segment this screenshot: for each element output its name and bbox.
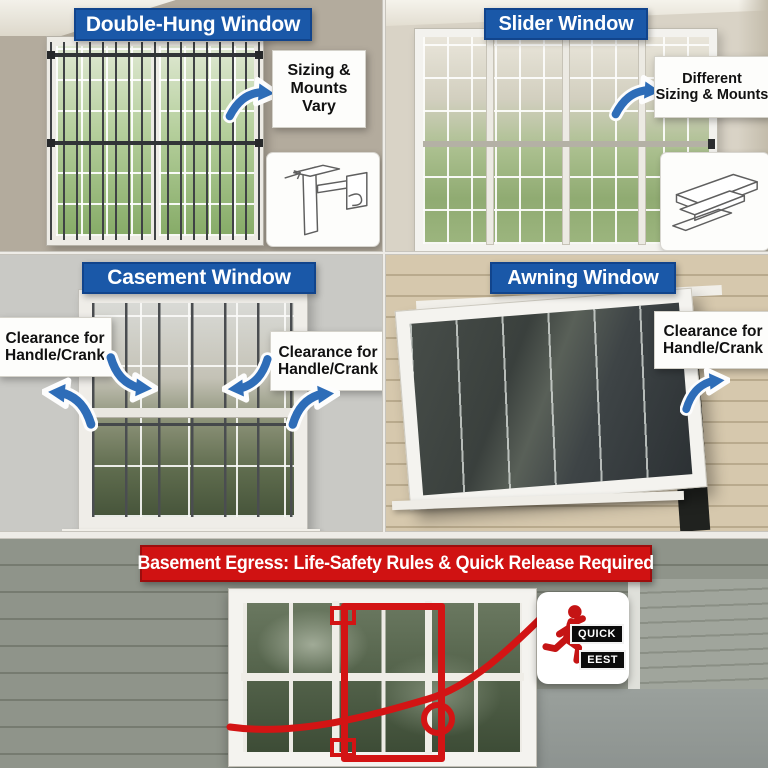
panel-double-hung: Double-Hung Window Sizing & Mounts Vary xyxy=(0,0,383,252)
window-mid-rail xyxy=(241,673,524,681)
double-hung-title: Double-Hung Window xyxy=(85,12,301,36)
double-hung-title-banner: Double-Hung Window xyxy=(74,8,312,41)
blue-arrow-icon xyxy=(680,367,730,417)
egress-highlight-rectangle xyxy=(330,603,455,762)
track-bars-line-drawing xyxy=(672,173,758,231)
foundation-wall xyxy=(536,689,768,768)
window-glass xyxy=(409,302,693,496)
window-mullion xyxy=(639,37,645,244)
track-bars-inset-diagram xyxy=(660,152,768,251)
panel-slider: Slider Window Different Sizing & Mounts xyxy=(385,0,768,252)
awning-title: Awning Window xyxy=(507,266,659,289)
panel-casement: Casement Window Clearance for Handle/Cra… xyxy=(0,254,383,532)
casement-title: Casement Window xyxy=(107,266,291,289)
mount-bracket-line-drawing xyxy=(284,164,368,235)
sign-label-eest: EEST xyxy=(579,650,626,670)
window-mid-rail xyxy=(89,408,297,417)
blue-arrow-icon xyxy=(42,377,98,433)
bar-mount-bracket xyxy=(255,51,263,59)
clearance-callout-right: Clearance for Handle/Crank xyxy=(270,331,382,391)
window-mullion xyxy=(487,37,493,244)
sign-label-quick: QUICK xyxy=(570,624,624,644)
quick-release-ring xyxy=(421,702,455,736)
bar-mount-bracket xyxy=(47,51,55,59)
slider-title: Slider Window xyxy=(498,12,634,35)
quick-exit-sign: QUICK EEST xyxy=(537,592,629,684)
slider-title-banner: Slider Window xyxy=(484,8,648,40)
panel-awning: Awning Window Clearance for Handle/Crank xyxy=(385,254,768,532)
security-bar-horizontal-top xyxy=(48,53,262,57)
window-mullion xyxy=(425,601,432,754)
quick-release-latch-mark xyxy=(330,738,356,757)
security-bar-horizontal-mid xyxy=(48,141,262,145)
window-mullion xyxy=(332,601,339,754)
clearance-callout: Clearance for Handle/Crank xyxy=(654,311,768,369)
quick-release-latch-mark xyxy=(330,606,356,625)
siding-right-wall xyxy=(640,579,768,709)
awning-title-banner: Awning Window xyxy=(490,262,676,294)
different-sizing-callout: Different Sizing & Mounts xyxy=(654,56,768,118)
window-sill xyxy=(62,529,320,531)
basement-egress-title: Basement Egress: Life-Safety Rules & Qui… xyxy=(137,552,655,574)
quick-release-cord-line xyxy=(226,607,552,733)
blue-arrow-icon xyxy=(286,379,340,433)
sizing-mounts-callout: Sizing & Mounts Vary xyxy=(272,50,366,128)
panel-basement-egress: Basement Egress: Life-Safety Rules & Qui… xyxy=(0,538,768,768)
security-bar-horizontal xyxy=(89,423,297,426)
bar-mount-bracket xyxy=(708,139,715,149)
mount-bracket-inset-diagram xyxy=(266,152,380,247)
clearance-callout-left: Clearance for Handle/Crank xyxy=(0,317,112,377)
bar-mount-bracket xyxy=(47,139,55,147)
window-mid-rail xyxy=(423,141,709,147)
casement-window-photo xyxy=(78,289,308,531)
blue-arrow-icon xyxy=(104,349,158,403)
casement-title-banner: Casement Window xyxy=(82,262,316,294)
blue-arrow-icon xyxy=(222,351,274,403)
basement-egress-title-banner: Basement Egress: Life-Safety Rules & Qui… xyxy=(137,545,655,582)
bar-mount-bracket xyxy=(255,139,263,147)
window-mullion xyxy=(563,37,569,244)
double-hung-window-photo xyxy=(46,36,264,246)
